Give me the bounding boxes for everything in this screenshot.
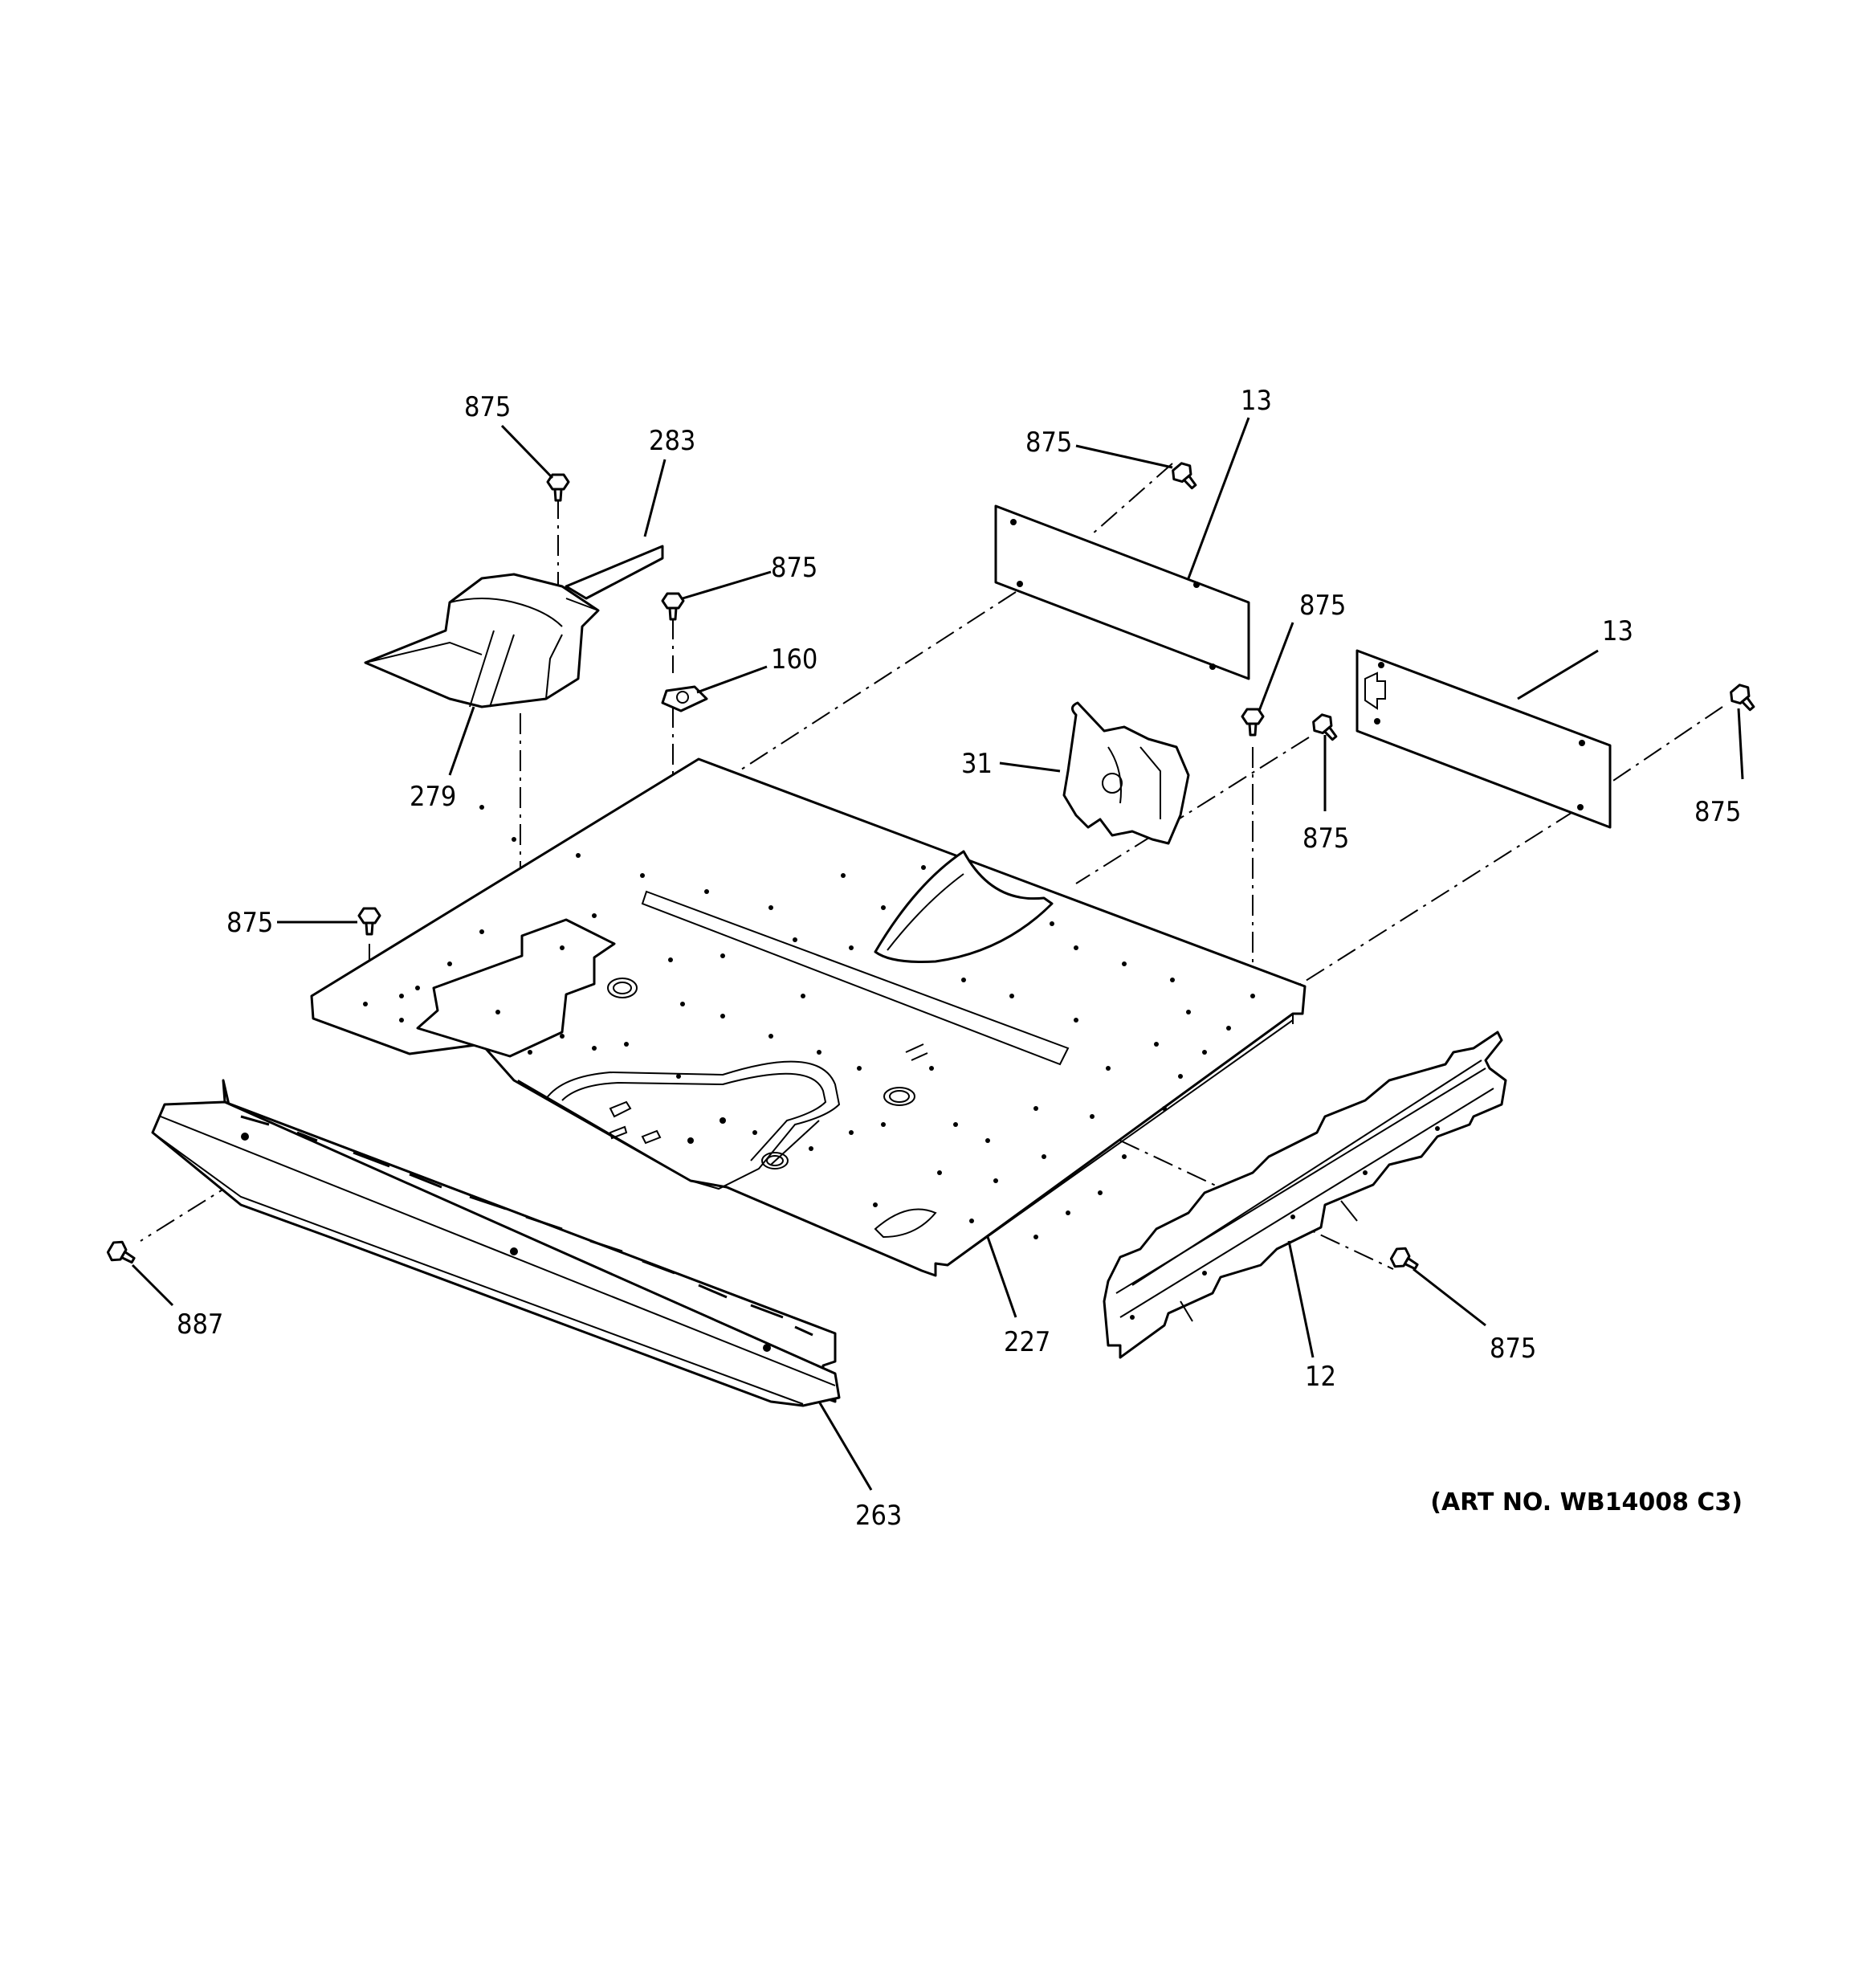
screws bbox=[106, 462, 1755, 1271]
front-trim-263 bbox=[151, 1079, 841, 1407]
callout-13b: 13 bbox=[1602, 615, 1633, 647]
callout-875f: 875 bbox=[1302, 823, 1349, 855]
back-panel-13-left bbox=[994, 504, 1250, 680]
side-rail-12 bbox=[1103, 1031, 1507, 1359]
trim-slots bbox=[240, 1115, 813, 1352]
callout-887: 887 bbox=[177, 1308, 223, 1341]
screw-icon bbox=[546, 473, 570, 502]
oven-bottom-panel bbox=[310, 757, 1307, 1277]
fan-motor-31 bbox=[1062, 701, 1190, 845]
leader-lines bbox=[131, 417, 1744, 1491]
callout-283: 283 bbox=[649, 425, 695, 457]
callout-13a: 13 bbox=[1241, 385, 1272, 417]
screw-icon bbox=[1312, 713, 1338, 741]
callout-labels: 875 283 875 160 279 875 13 875 875 13 31… bbox=[177, 385, 1741, 1532]
thermostat-160 bbox=[661, 685, 708, 712]
callout-31: 31 bbox=[961, 748, 993, 780]
callout-875g: 875 bbox=[1694, 796, 1741, 828]
screw-icon bbox=[1172, 462, 1197, 490]
screw-icon bbox=[106, 1240, 136, 1264]
callout-875a: 875 bbox=[464, 391, 511, 423]
callout-279: 279 bbox=[410, 781, 456, 813]
panel-holes bbox=[363, 805, 1255, 1239]
screw-icon bbox=[1730, 684, 1755, 712]
callout-875e: 875 bbox=[1299, 590, 1346, 622]
screw-icon bbox=[1241, 708, 1265, 737]
screw-icon bbox=[661, 592, 685, 621]
art-number: (ART NO. WB14008 C3) bbox=[1430, 1488, 1743, 1517]
screw-icon bbox=[357, 907, 381, 936]
callout-875b: 875 bbox=[771, 552, 817, 584]
callout-160: 160 bbox=[771, 643, 817, 676]
screw-icon bbox=[1389, 1247, 1419, 1271]
callout-875c: 875 bbox=[226, 907, 273, 939]
callout-227: 227 bbox=[1004, 1326, 1050, 1358]
duct-279-283 bbox=[364, 545, 664, 708]
callout-12: 12 bbox=[1305, 1361, 1336, 1393]
callout-875d: 875 bbox=[1025, 427, 1072, 459]
callout-263: 263 bbox=[855, 1500, 902, 1532]
back-panel-13-right bbox=[1355, 649, 1612, 829]
callout-875h: 875 bbox=[1490, 1333, 1536, 1365]
